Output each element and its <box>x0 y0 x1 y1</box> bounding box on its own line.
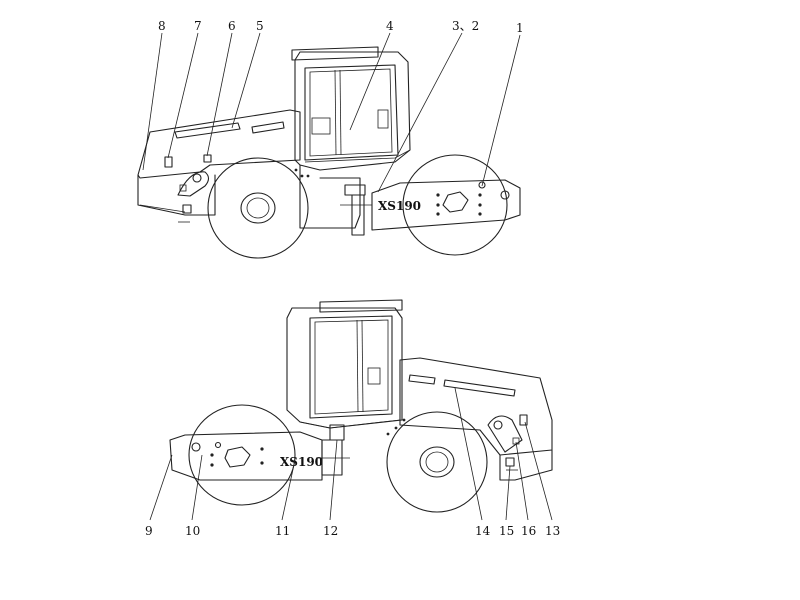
step-b <box>505 457 515 467</box>
callout-4: 4 <box>386 19 394 33</box>
engine-hood-b <box>399 357 553 456</box>
hood-vent-1 <box>174 122 241 139</box>
front-frame <box>299 164 361 229</box>
roller-view-left-side: XS190 <box>137 46 521 259</box>
cab-roof <box>291 46 379 61</box>
model-label-top: XS190 <box>378 199 421 213</box>
front-drum <box>402 154 508 256</box>
rear-tire <box>207 157 309 259</box>
callout-1: 1 <box>516 21 524 35</box>
callout-12: 12 <box>323 524 338 538</box>
rear-tire-b <box>386 411 488 513</box>
front-drum-b <box>188 404 296 506</box>
callout-16: 16 <box>521 524 536 538</box>
hood-vent-b-1 <box>408 374 436 385</box>
callout-6: 6 <box>228 19 236 33</box>
rear-frame <box>137 174 216 216</box>
drum-hub <box>442 191 469 213</box>
tie-down-bracket <box>177 171 210 197</box>
callout-labels: 8 7 6 5 4 3、2 1 9 10 11 12 14 15 16 13 <box>145 19 560 538</box>
rear-hub <box>240 192 276 224</box>
cab-window-frame-b <box>309 315 393 419</box>
rear-light-b <box>519 414 528 426</box>
callout-15: 15 <box>499 524 514 538</box>
cab-roof-b <box>319 299 403 313</box>
hood-vent-2 <box>251 121 285 134</box>
callout-10: 10 <box>185 524 200 538</box>
roller-view-right-side: XS190 <box>169 299 553 513</box>
cab <box>294 51 411 171</box>
rear-light <box>164 156 173 168</box>
callout-14: 14 <box>475 524 491 538</box>
decal-6 <box>203 154 212 163</box>
drum-frame <box>371 179 521 231</box>
drum-hub-b <box>224 446 251 468</box>
rear-hub-b <box>419 446 455 478</box>
leader-lines <box>142 32 553 521</box>
callout-7: 7 <box>194 19 202 33</box>
callout-9: 9 <box>145 524 153 538</box>
cab-b <box>286 307 403 429</box>
cab-window-frame <box>304 64 399 161</box>
callout-3-2: 3、2 <box>452 19 479 33</box>
step <box>182 204 192 214</box>
hood-vent-b-2 <box>443 379 516 397</box>
callout-11: 11 <box>275 524 290 538</box>
callout-8: 8 <box>158 19 166 33</box>
engine-hood <box>137 109 301 179</box>
callout-5: 5 <box>256 19 264 33</box>
model-label-bottom: XS190 <box>280 455 323 469</box>
callout-13: 13 <box>545 524 560 538</box>
tie-down-bracket-b <box>487 415 523 453</box>
